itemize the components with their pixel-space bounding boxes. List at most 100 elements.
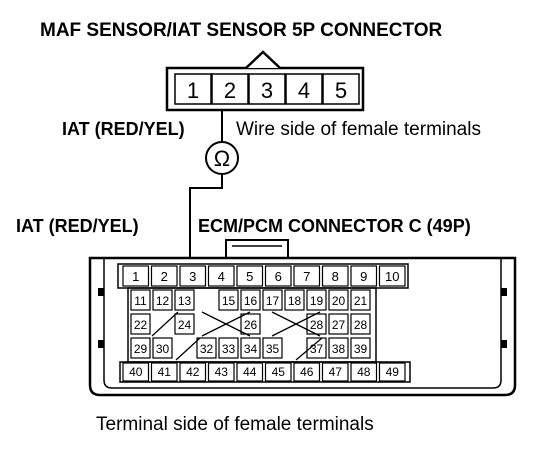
ecm-pin-label: 44 bbox=[243, 365, 257, 379]
probe-lead-bottom bbox=[189, 174, 223, 300]
ecm-pin-cell-2 bbox=[150, 265, 178, 287]
ecm-pin-label: 30 bbox=[156, 342, 170, 356]
ecm-outer-shell bbox=[88, 256, 517, 397]
ecm-pin-label: 43 bbox=[215, 365, 229, 379]
ecm-pin-label: 3 bbox=[189, 269, 196, 284]
ecm-pin-label: 1 bbox=[132, 269, 139, 284]
ecm-pin-label: 2 bbox=[161, 269, 168, 284]
wire-side-label: Wire side of female terminals bbox=[236, 119, 481, 140]
ecm-pin-label: 27 bbox=[332, 318, 346, 332]
ecm-pin-label: 29 bbox=[134, 342, 148, 356]
ecm-pin-label: 32 bbox=[200, 342, 214, 356]
maf-pin-cell-4 bbox=[285, 73, 323, 105]
ecm-pin-label: 20 bbox=[332, 294, 346, 308]
ecm-side-tab-left-lower bbox=[98, 340, 104, 348]
ecm-pin-label: 26 bbox=[244, 318, 258, 332]
ecm-pin-label: 33 bbox=[222, 342, 236, 356]
ecm-pin-cell-19 bbox=[306, 289, 327, 311]
maf-connector-title: MAF SENSOR/IAT SENSOR 5P CONNECTOR bbox=[40, 20, 442, 41]
ecm-pin-cell-28 bbox=[350, 313, 371, 335]
ecm-pin-label: 5 bbox=[246, 269, 253, 284]
ecm-pin-label: 41 bbox=[158, 365, 172, 379]
maf-pin-cell-2 bbox=[211, 73, 249, 105]
ecm-pin-cell-27 bbox=[328, 313, 349, 335]
ecm-pin-cell-6 bbox=[264, 265, 292, 287]
ecm-pin-cell-42 bbox=[179, 362, 207, 382]
ecm-pin-label: 38 bbox=[332, 342, 346, 356]
maf-pin-label: 1 bbox=[187, 78, 199, 103]
ecm-pin-label: 18 bbox=[288, 294, 302, 308]
ecm-pin-label: 48 bbox=[357, 365, 371, 379]
ecm-pin-cell-37 bbox=[306, 337, 327, 359]
ecm-pin-label: 15 bbox=[222, 294, 236, 308]
ecm-side-tab-left bbox=[98, 288, 104, 296]
ecm-pin-label: 21 bbox=[354, 294, 368, 308]
ecm-pin-cell-15 bbox=[218, 289, 239, 311]
ecm-pin-cell-40 bbox=[122, 362, 150, 382]
ecm-empty-cavity-marks bbox=[151, 311, 323, 361]
terminal-side-label: Terminal side of female terminals bbox=[96, 414, 374, 435]
ecm-pin-cell-5 bbox=[236, 265, 264, 287]
ecm-side-tab-right-lower bbox=[501, 340, 507, 348]
ecm-pin-cell-35 bbox=[262, 337, 283, 359]
ecm-pin-label: 34 bbox=[244, 342, 258, 356]
ecm-pin-label: 45 bbox=[272, 365, 286, 379]
ecm-latch-tab bbox=[225, 239, 289, 259]
ecm-side-tab-right bbox=[501, 288, 507, 296]
ecm-pin-label: 40 bbox=[129, 365, 143, 379]
ecm-pin-cell-11 bbox=[130, 289, 151, 311]
ecm-pin-cell-46 bbox=[293, 362, 321, 382]
maf-pin-label: 2 bbox=[224, 78, 236, 103]
ecm-pin-cell-47 bbox=[321, 362, 349, 382]
ecm-pin-label: 8 bbox=[332, 269, 339, 284]
ecm-pin-label: 49 bbox=[386, 365, 400, 379]
ecm-pin-label: 7 bbox=[303, 269, 310, 284]
ecm-inner-shell bbox=[103, 258, 502, 389]
ecm-pin-cell-30 bbox=[152, 337, 173, 359]
ecm-pin-label: 37 bbox=[310, 342, 324, 356]
ohmmeter-icon: Ω bbox=[205, 141, 239, 175]
ecm-pin-cell-1 bbox=[122, 265, 150, 287]
ecm-pin-label: 28 bbox=[310, 318, 324, 332]
ecm-pin-cell-44 bbox=[236, 362, 264, 382]
ecm-pin-label: 6 bbox=[275, 269, 282, 284]
ecm-pin-cell-34 bbox=[240, 337, 261, 359]
ecm-pin-cell-22 bbox=[130, 313, 151, 335]
ecm-pin-cell-39 bbox=[350, 337, 371, 359]
ecm-pin-cell-29 bbox=[130, 337, 151, 359]
ohm-symbol: Ω bbox=[214, 146, 230, 171]
ecm-pin-label: 19 bbox=[310, 294, 324, 308]
iat-label-top: IAT (RED/YEL) bbox=[62, 119, 185, 139]
ecm-pin-cell-24 bbox=[174, 313, 195, 335]
ecm-pin-cell-12 bbox=[152, 289, 173, 311]
ecm-pin-cell-4 bbox=[207, 265, 235, 287]
ecm-pin-label: 42 bbox=[186, 365, 200, 379]
maf-pin-cell-1 bbox=[174, 73, 212, 105]
ecm-pin-cell-20 bbox=[328, 289, 349, 311]
ecm-pin-cell-21 bbox=[350, 289, 371, 311]
maf-pin-label: 5 bbox=[335, 78, 347, 103]
ecm-pin-label: 46 bbox=[300, 365, 314, 379]
ecm-pin-cell-38 bbox=[328, 337, 349, 359]
ecm-connector-title: ECM/PCM CONNECTOR C (49P) bbox=[198, 216, 471, 236]
ecm-pin-cell-9 bbox=[350, 265, 378, 287]
ecm-pin-cell-17 bbox=[262, 289, 283, 311]
ecm-pin-label: 24 bbox=[178, 318, 192, 332]
ecm-pin-label: 13 bbox=[178, 294, 192, 308]
ecm-pin-label: 39 bbox=[354, 342, 368, 356]
ecm-pin-label: 12 bbox=[156, 294, 170, 308]
ecm-pin-cell-10 bbox=[378, 265, 406, 287]
ecm-pin-label: 28 bbox=[354, 318, 368, 332]
ecm-pin-cell-33 bbox=[218, 337, 239, 359]
ecm-pin-cell-48 bbox=[350, 362, 378, 382]
ecm-pin-cell-7 bbox=[293, 265, 321, 287]
maf-pin-cell-5 bbox=[322, 73, 360, 105]
ecm-pin-cell-26 bbox=[240, 313, 261, 335]
maf-pin-label: 3 bbox=[261, 78, 273, 103]
ecm-pin-cell-32 bbox=[196, 337, 217, 359]
maf-pin-label: 4 bbox=[298, 78, 310, 103]
ecm-pin-label: 11 bbox=[134, 294, 147, 308]
